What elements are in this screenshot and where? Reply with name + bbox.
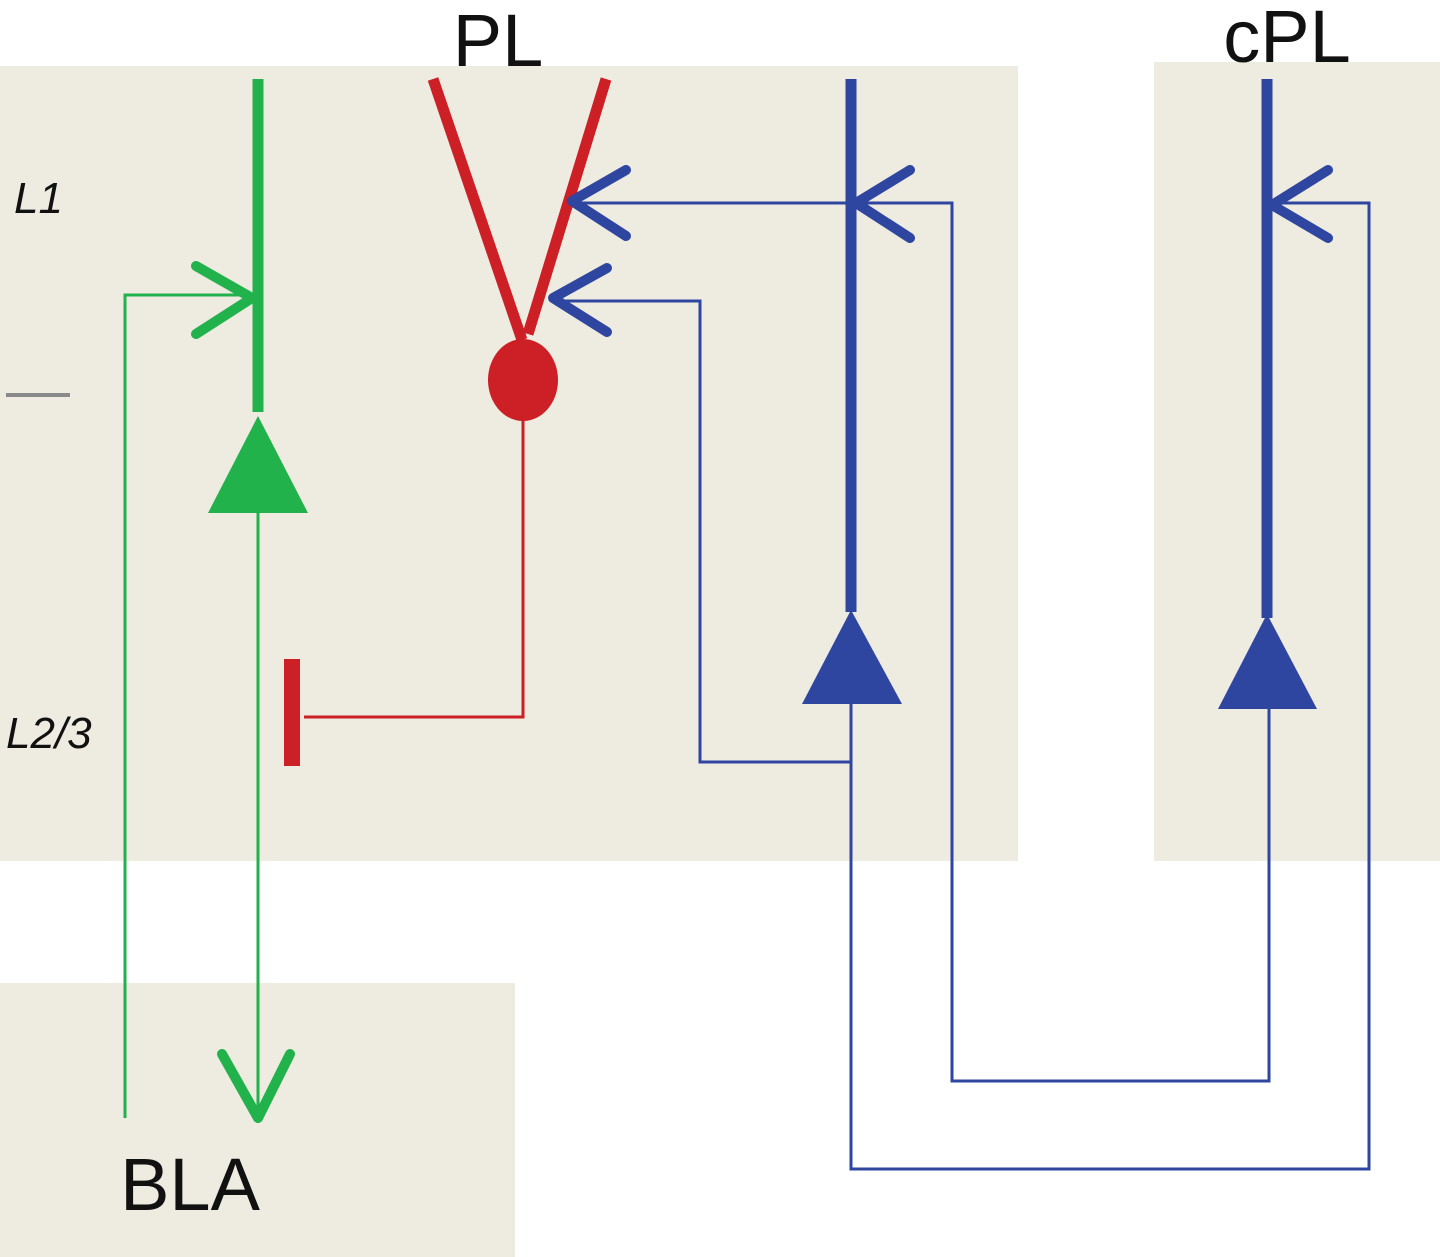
bla-input-pathway	[123, 261, 257, 1118]
red-soma	[488, 339, 558, 421]
cpl-label: cPL	[1223, 0, 1351, 78]
blue-arrowhead-red-lower	[548, 263, 612, 337]
layer1-label: L1	[14, 174, 63, 223]
layer23-label: L2/3	[6, 709, 92, 758]
green-axon-arrowhead	[217, 1049, 295, 1123]
blue-pl-pyramidal-neuron	[560, 79, 1371, 1171]
cpl-region	[1154, 62, 1440, 861]
blue-pl-soma-triangle	[802, 610, 902, 704]
red-interneuron	[284, 77, 612, 766]
bla-input-line	[123, 293, 256, 1118]
bla-input-arrowhead	[191, 261, 257, 339]
green-pyramidal-neuron	[208, 79, 308, 1123]
blue-cpl-soma-triangle	[1218, 614, 1317, 709]
blue-cpl-pyramidal-neuron	[576, 79, 1317, 1083]
pl-region	[0, 66, 1018, 861]
blue-arrowhead-pl-dendrite	[851, 165, 915, 243]
blue-pl-axon-to-cpl	[849, 201, 1371, 1171]
red-dendrite-left	[427, 77, 528, 342]
blue-arrowhead-red-upper	[567, 165, 631, 241]
green-soma-triangle	[208, 416, 308, 513]
red-axon	[304, 420, 525, 719]
pl-label: PL	[453, 0, 544, 82]
blue-arrowhead-cpl-dendrite	[1267, 165, 1333, 243]
bla-label: BLA	[120, 1143, 261, 1226]
red-dendrite-right	[522, 77, 612, 336]
blue-cpl-axon-to-pl	[576, 201, 1271, 1083]
